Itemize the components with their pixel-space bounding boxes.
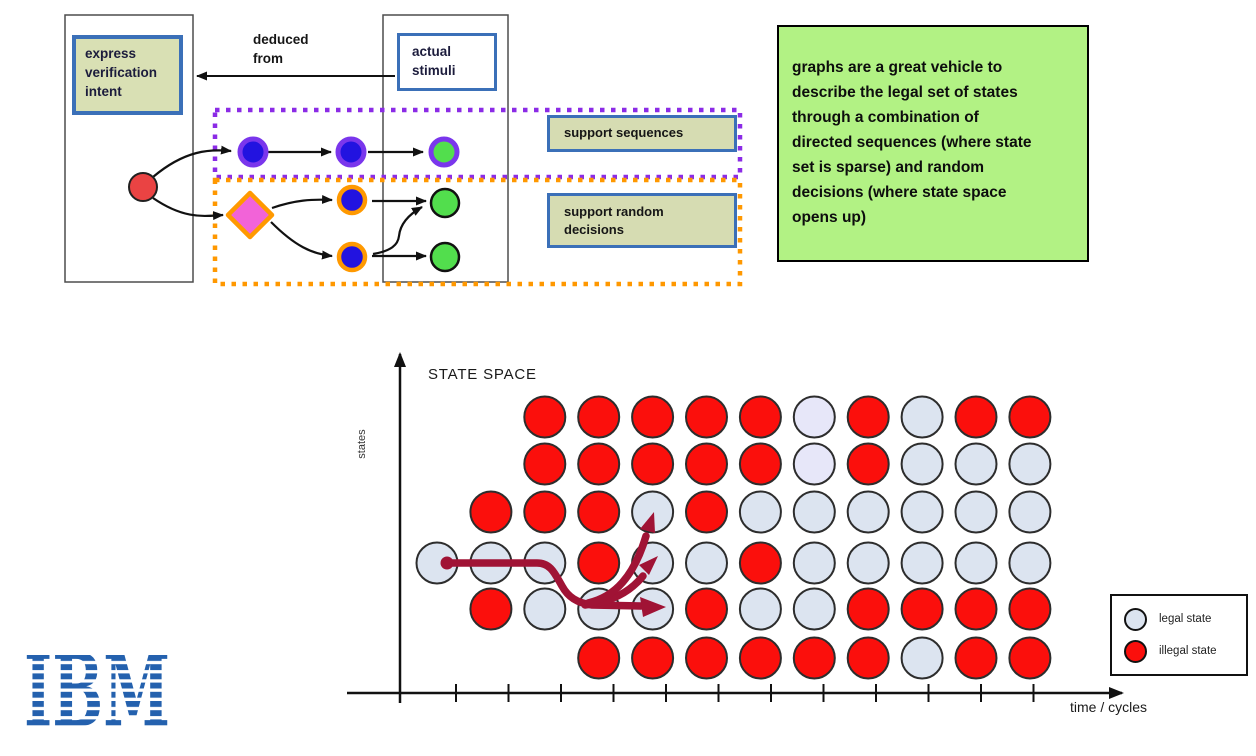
state-cell-legal xyxy=(900,395,944,439)
state-cell-illegal xyxy=(685,442,728,486)
state-walk-path xyxy=(440,512,666,617)
legend-row-illegal: illegal state xyxy=(1124,639,1246,663)
state-grid xyxy=(415,395,1052,680)
state-cell-illegal xyxy=(685,395,728,439)
state-cell-illegal xyxy=(469,490,513,534)
state-cell-illegal xyxy=(738,541,782,585)
chart-legend: legal state illegal state xyxy=(1110,594,1248,676)
x-axis-label: time / cycles xyxy=(1070,699,1148,715)
chart-title: STATE SPACE xyxy=(428,366,537,383)
state-cell-illegal xyxy=(900,587,944,631)
state-cell-illegal xyxy=(738,636,782,680)
state-cell-illegal xyxy=(954,587,998,631)
start-node xyxy=(128,172,158,202)
state-cell-legal xyxy=(954,490,998,534)
state-cell-illegal xyxy=(1008,587,1052,631)
state-cell-illegal xyxy=(577,442,621,486)
state-cell-illegal xyxy=(577,395,621,439)
walk-arrowhead-mid xyxy=(639,556,658,575)
state-cell-illegal xyxy=(685,587,728,631)
state-cell-illegal xyxy=(738,442,782,486)
state-cell-legal xyxy=(900,636,944,680)
legend-row-legal: legal state xyxy=(1124,607,1246,631)
state-cell-legal xyxy=(792,395,836,439)
arrow-decision-up xyxy=(271,195,333,210)
state-cell-legal xyxy=(954,442,998,486)
state-cell-illegal xyxy=(1008,636,1052,680)
illegal-state-swatch xyxy=(1124,639,1147,663)
state-cell-illegal xyxy=(738,395,782,439)
random-node-top xyxy=(336,184,368,216)
random-node-bottom xyxy=(336,241,368,273)
state-cell-illegal xyxy=(846,395,890,439)
state-cell-legal xyxy=(900,490,944,534)
support-random-box: support random decisions xyxy=(547,193,737,248)
ibm-logo-text: IBM xyxy=(24,632,170,750)
state-cell-illegal xyxy=(523,442,567,486)
legend-label: illegal state xyxy=(1159,645,1217,657)
flow-arrows xyxy=(152,145,427,261)
state-cell-legal xyxy=(738,490,782,534)
state-cell-legal xyxy=(631,490,675,534)
state-cell-legal xyxy=(792,442,836,486)
state-cell-illegal xyxy=(631,442,675,486)
deduced-from-label: deduced from xyxy=(253,32,309,66)
state-cell-illegal xyxy=(577,541,621,585)
state-cell-illegal xyxy=(631,395,675,439)
arrow-decision-down xyxy=(270,221,333,260)
state-cell-legal xyxy=(1008,541,1052,585)
state-cell-illegal xyxy=(469,587,513,631)
state-cell-illegal xyxy=(685,636,728,680)
state-cell-legal xyxy=(846,490,890,534)
state-cell-legal xyxy=(685,541,728,585)
y-axis-label: states xyxy=(356,429,368,459)
state-cell-legal xyxy=(900,442,944,486)
actual-stimuli-box: actual stimuli xyxy=(397,33,497,91)
state-cell-legal xyxy=(1008,442,1052,486)
state-cell-legal xyxy=(738,587,782,631)
state-cell-illegal xyxy=(577,636,621,680)
walk-arrowhead-top xyxy=(640,512,655,533)
state-cell-legal xyxy=(900,541,944,585)
sequence-end-node xyxy=(428,136,460,168)
legend-label: legal state xyxy=(1159,613,1212,625)
state-cell-legal xyxy=(954,541,998,585)
arrow-blue-bot-to-green-top xyxy=(372,206,423,256)
state-cell-legal xyxy=(792,490,836,534)
state-cell-illegal xyxy=(846,636,890,680)
state-cell-illegal xyxy=(523,490,567,534)
state-cell-illegal xyxy=(792,636,836,680)
state-cell-illegal xyxy=(954,636,998,680)
state-cell-legal xyxy=(846,541,890,585)
random-dotted-box xyxy=(212,177,743,287)
green-node-top xyxy=(429,187,461,219)
express-intent-box: express verification intent xyxy=(72,35,183,115)
state-cell-illegal xyxy=(685,490,728,534)
walk-branch-top xyxy=(584,532,650,607)
support-sequences-box: support sequences xyxy=(547,115,737,152)
state-cell-legal xyxy=(523,587,567,631)
sequence-node-1 xyxy=(237,136,269,168)
decision-diamond xyxy=(225,190,275,240)
state-cell-illegal xyxy=(631,636,675,680)
ibm-logo: IBM xyxy=(24,632,170,750)
arrow-start-to-seq xyxy=(152,145,232,178)
sequence-node-2 xyxy=(335,136,367,168)
state-cell-legal xyxy=(792,587,836,631)
green-node-bottom xyxy=(429,241,461,273)
state-cell-illegal xyxy=(1008,395,1052,439)
legal-state-swatch xyxy=(1124,607,1147,631)
state-cell-illegal xyxy=(523,395,567,439)
arrow-start-to-decision xyxy=(152,197,224,221)
note-box: graphs are a great vehicle to describe t… xyxy=(777,25,1089,262)
state-cell-illegal xyxy=(846,442,890,486)
x-axis-ticks xyxy=(455,684,1035,702)
state-cell-illegal xyxy=(846,587,890,631)
state-cell-legal xyxy=(1008,490,1052,534)
state-cell-legal xyxy=(792,541,836,585)
walk-arrowhead-right xyxy=(640,597,666,617)
state-cell-illegal xyxy=(577,490,621,534)
state-cell-illegal xyxy=(954,395,998,439)
